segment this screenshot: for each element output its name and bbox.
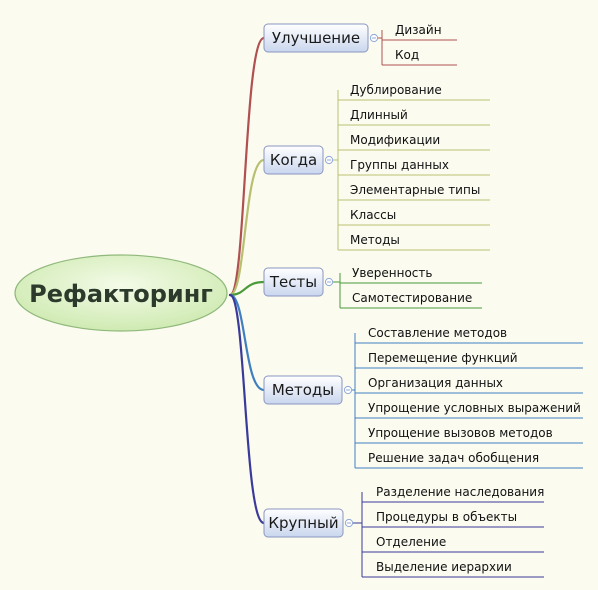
branch-node[interactable]: Крупный	[263, 508, 344, 538]
branch-connector	[228, 293, 266, 525]
branch-connector	[228, 293, 266, 392]
branch-box[interactable]	[263, 508, 344, 538]
leaf-item[interactable]: Организация данных	[368, 376, 503, 390]
leaf-item[interactable]: Код	[395, 48, 419, 62]
branch-node[interactable]: Тесты	[263, 267, 324, 297]
leaf-item[interactable]: Упрощение вызовов методов	[368, 426, 553, 440]
leaf-item[interactable]: Упрощение условных выражений	[368, 401, 581, 415]
leaf-item[interactable]: Дублирование	[350, 83, 442, 97]
leaf-item[interactable]: Классы	[350, 208, 396, 222]
leaf-item[interactable]: Решение задач обобщения	[368, 451, 539, 465]
branch-box[interactable]	[263, 145, 324, 175]
branch-label: Улучшение	[272, 29, 360, 47]
branch-box[interactable]	[263, 375, 343, 405]
leaf-item[interactable]: Разделение наследования	[376, 485, 544, 499]
root-node[interactable]	[14, 254, 228, 332]
branch-box[interactable]	[263, 23, 369, 53]
leaf-item[interactable]: Группы данных	[350, 158, 449, 172]
leaf-item[interactable]: Самотестирование	[352, 291, 472, 305]
branch-label: Тесты	[269, 273, 317, 291]
leaf-item[interactable]: Методы	[350, 233, 400, 247]
branch-label: Крупный	[268, 514, 338, 532]
connectors	[228, 30, 583, 578]
branch-node[interactable]: Когда	[263, 145, 324, 175]
branch-connector	[228, 158, 266, 297]
leaf-item[interactable]: Модификации	[350, 133, 440, 147]
leaf-item[interactable]: Выделение иерархии	[376, 560, 512, 574]
branch-node[interactable]: Улучшение	[263, 23, 369, 53]
leaf-item[interactable]: Составление методов	[368, 326, 507, 340]
branch-label: Методы	[272, 381, 334, 399]
leaf-item[interactable]: Дизайн	[395, 23, 442, 37]
branch-label: Когда	[270, 151, 317, 169]
leaf-item[interactable]: Отделение	[376, 535, 446, 549]
root-label: Рефакторинг	[29, 280, 213, 308]
leaf-item[interactable]: Элементарные типы	[350, 183, 480, 197]
branch-connector	[228, 36, 266, 297]
leaf-item[interactable]: Перемещение функций	[368, 351, 518, 365]
branch-node[interactable]: Методы	[263, 375, 343, 405]
leaf-item[interactable]: Процедуры в объекты	[376, 510, 517, 524]
branch-box[interactable]	[263, 267, 324, 297]
leaf-item[interactable]: Уверенность	[352, 266, 432, 280]
leaf-item[interactable]: Длинный	[350, 108, 408, 122]
branch-connector	[228, 280, 266, 297]
